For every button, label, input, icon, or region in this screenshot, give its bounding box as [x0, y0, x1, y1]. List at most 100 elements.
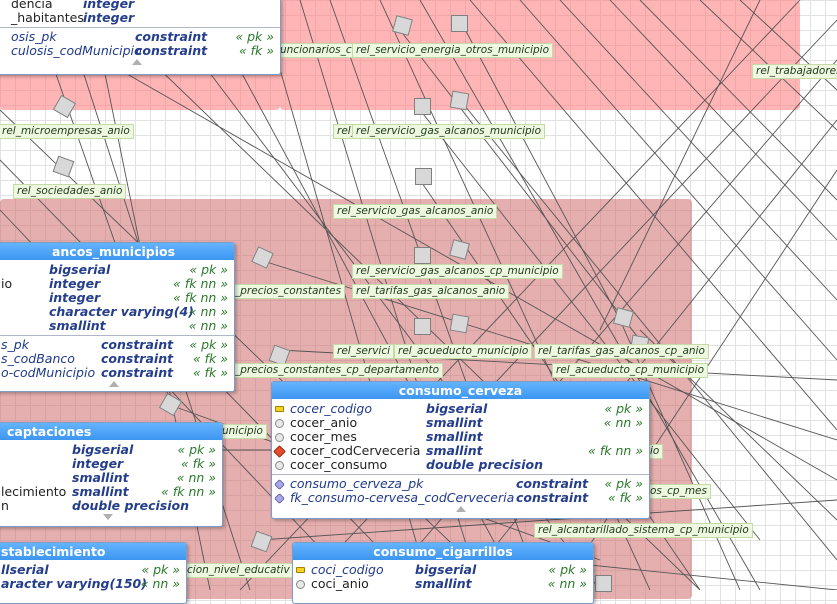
table-title[interactable]: consumo_cerveza	[272, 382, 649, 399]
relation-label[interactable]: rel_servici	[333, 344, 395, 359]
table-row[interactable]: cocer_mes smallint	[272, 430, 649, 444]
relation-label[interactable]: rel_sociedades_anio	[13, 184, 127, 199]
column-name: io	[1, 276, 13, 291]
constraint-tag: « fk »	[607, 490, 643, 505]
relation-label[interactable]: unicipio	[218, 424, 267, 439]
table-row[interactable]: integer« fk »	[0, 457, 222, 471]
table-row[interactable]: integer« fk nn »	[0, 291, 234, 305]
relation-label[interactable]: rel_acueducto_municipio	[394, 344, 533, 359]
constraint-tag: « fk nn »	[173, 276, 228, 291]
relation-handle[interactable]	[595, 575, 612, 592]
constraint-tag: « nn »	[603, 415, 643, 430]
relation-handle[interactable]	[414, 98, 431, 115]
relation-label[interactable]: rel_trabajadores	[752, 64, 837, 79]
collapse-toggle[interactable]	[0, 58, 280, 67]
column-name: cocer_mes	[290, 429, 357, 444]
column-icon	[296, 580, 305, 589]
table-row[interactable]: cocer_anio smallint « nn »	[272, 416, 649, 430]
table-title[interactable]: ancos_municipios	[0, 243, 234, 260]
relation-label[interactable]: rel_microempresas_anio	[0, 124, 134, 139]
constraint-tag: « pk »	[604, 476, 643, 491]
relation-handle[interactable]	[449, 90, 470, 111]
relation-handle[interactable]	[414, 318, 431, 335]
table-row[interactable]: llserial« pk »	[0, 563, 186, 577]
constraint-type: constraint	[101, 365, 174, 380]
relation-label[interactable]: rel_servicio_gas_alcanos_municipio	[352, 124, 546, 139]
relation-label[interactable]: rel_alcantarillado_sistema_cp_municipio	[534, 523, 753, 538]
collapse-toggle[interactable]	[0, 380, 234, 389]
constraint-name: consumo_cerveza_pk	[290, 476, 424, 491]
relation-label[interactable]: rel_tarifas_gas_alcanos_cp_anio	[534, 344, 709, 359]
constraint-name: s_pk	[1, 337, 29, 352]
column-name: coci_anio	[311, 576, 369, 591]
constraint-name: osis_pk	[11, 29, 57, 44]
relation-handle[interactable]	[415, 168, 432, 185]
table-title[interactable]: stablecimiento	[0, 543, 186, 560]
table-row[interactable]: bigserial« pk »	[0, 263, 234, 277]
collapse-arrow-icon	[131, 59, 142, 65]
relation-label[interactable]: cion_nivel_educativ	[183, 563, 294, 578]
relation-label[interactable]: _precios_constantes_cp_departamento	[231, 363, 444, 378]
relation-handle[interactable]	[449, 313, 470, 334]
table-establecimiento[interactable]: stablecimiento llserial« pk » aracter va…	[0, 542, 187, 604]
table-row[interactable]: bigserial« pk »	[0, 443, 222, 457]
column-name: coci_codigo	[311, 562, 384, 577]
collapse-toggle[interactable]	[272, 505, 649, 514]
foreign-key-icon	[273, 445, 286, 458]
table-captaciones[interactable]: captaciones bigserial« pk » integer« fk …	[0, 422, 223, 527]
table-row[interactable]: smallint« nn »	[0, 319, 234, 333]
table-title[interactable]: captaciones	[0, 423, 222, 440]
relation-label[interactable]: os_cp_mes	[646, 484, 711, 499]
constraint-tag: « pk »	[189, 262, 228, 277]
column-type: smallint	[72, 470, 129, 485]
relation-label[interactable]: _precios_constantes	[231, 284, 346, 299]
column-name: dencia	[11, 0, 53, 11]
constraint-tag: « pk »	[235, 29, 274, 44]
relation-label[interactable]: rel_servicio_gas_alcanos_anio	[333, 204, 498, 219]
column-name: cocer_anio	[290, 415, 358, 430]
relation-label[interactable]: rel_servicio_gas_alcanos_cp_municipio	[352, 264, 563, 279]
expand-toggle[interactable]	[0, 513, 222, 522]
collapse-arrow-icon	[108, 381, 119, 387]
relation-label[interactable]: rel_servicio_energia_otros_municipio	[352, 43, 553, 58]
constraint-name: s_codBanco	[1, 351, 75, 366]
relation-handle[interactable]	[414, 247, 431, 264]
table-title[interactable]: consumo_cigarrillos	[293, 543, 593, 560]
relation-label[interactable]: rel_acueducto_cp_municipio	[552, 363, 708, 378]
column-type: bigserial	[426, 401, 488, 416]
table-row[interactable]: character varying(4)« nn »	[0, 305, 234, 319]
relation-label[interactable]: rel_tarifas_gas_alcanos_anio	[352, 284, 510, 299]
table-row[interactable]: aracter varying(150)« nn »	[0, 577, 186, 591]
constraint-tag: « nn »	[547, 576, 587, 591]
relation-label[interactable]: uncionarios_c	[276, 43, 356, 58]
table-row[interactable]: smallint« nn »	[0, 471, 222, 485]
relation-handle[interactable]	[451, 15, 468, 32]
column-type: smallint	[426, 429, 483, 444]
column-name: _habitantes	[11, 10, 84, 25]
column-type: smallint	[426, 415, 483, 430]
constraint-name: o-codMunicipio	[1, 365, 96, 380]
column-type: smallint	[426, 443, 483, 458]
constraint-tag: « fk nn »	[588, 443, 643, 458]
